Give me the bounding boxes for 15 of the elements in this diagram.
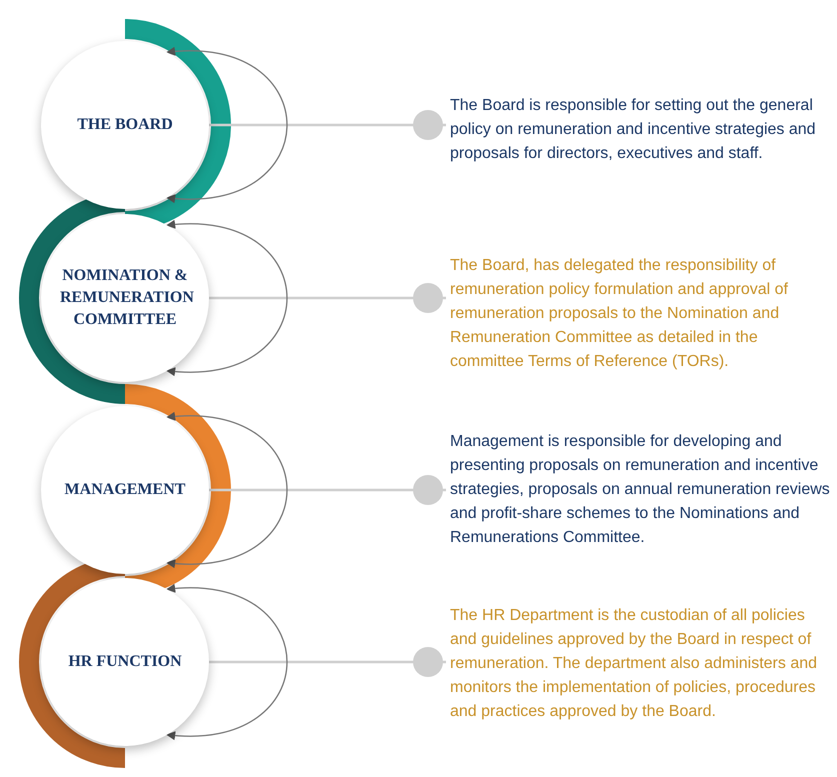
curved-arrow — [166, 584, 288, 740]
node-title: MANAGEMENT — [64, 480, 186, 500]
node-title: HR FUNCTION — [67, 652, 183, 672]
connector-line — [209, 283, 446, 313]
curved-arrow — [166, 220, 288, 376]
node-title: THE BOARD — [76, 115, 174, 135]
connector-line — [209, 647, 446, 677]
curved-arrow — [166, 48, 288, 202]
description-text: The HR Department is the custodian of all policies and guidelines approved by the Board in respect of remuneration. The department also administers and monitors the implementation of policies, procedures and practices approved by the Board. — [450, 606, 818, 722]
description-text: Management is responsible for developing and presenting proposals on remuneration and incentive strategies, proposals on annual remuneration reviews and profit-share schemes to the Nominations and Remunerations Committee. — [450, 432, 831, 548]
connector-line — [209, 475, 446, 505]
description-text: The Board is responsible for setting out the general policy on remuneration and incentive strategies and proposals for directors, executives and staff. — [450, 96, 817, 164]
description-text: The Board, has delegated the responsibility of remuneration policy formulation and approval of remuneration proposals to the Nomination and Remuneration Committee as detailed in the committee Terms of Reference (TORs). — [450, 256, 789, 372]
connector-line — [209, 110, 446, 140]
curved-arrow — [166, 412, 288, 568]
